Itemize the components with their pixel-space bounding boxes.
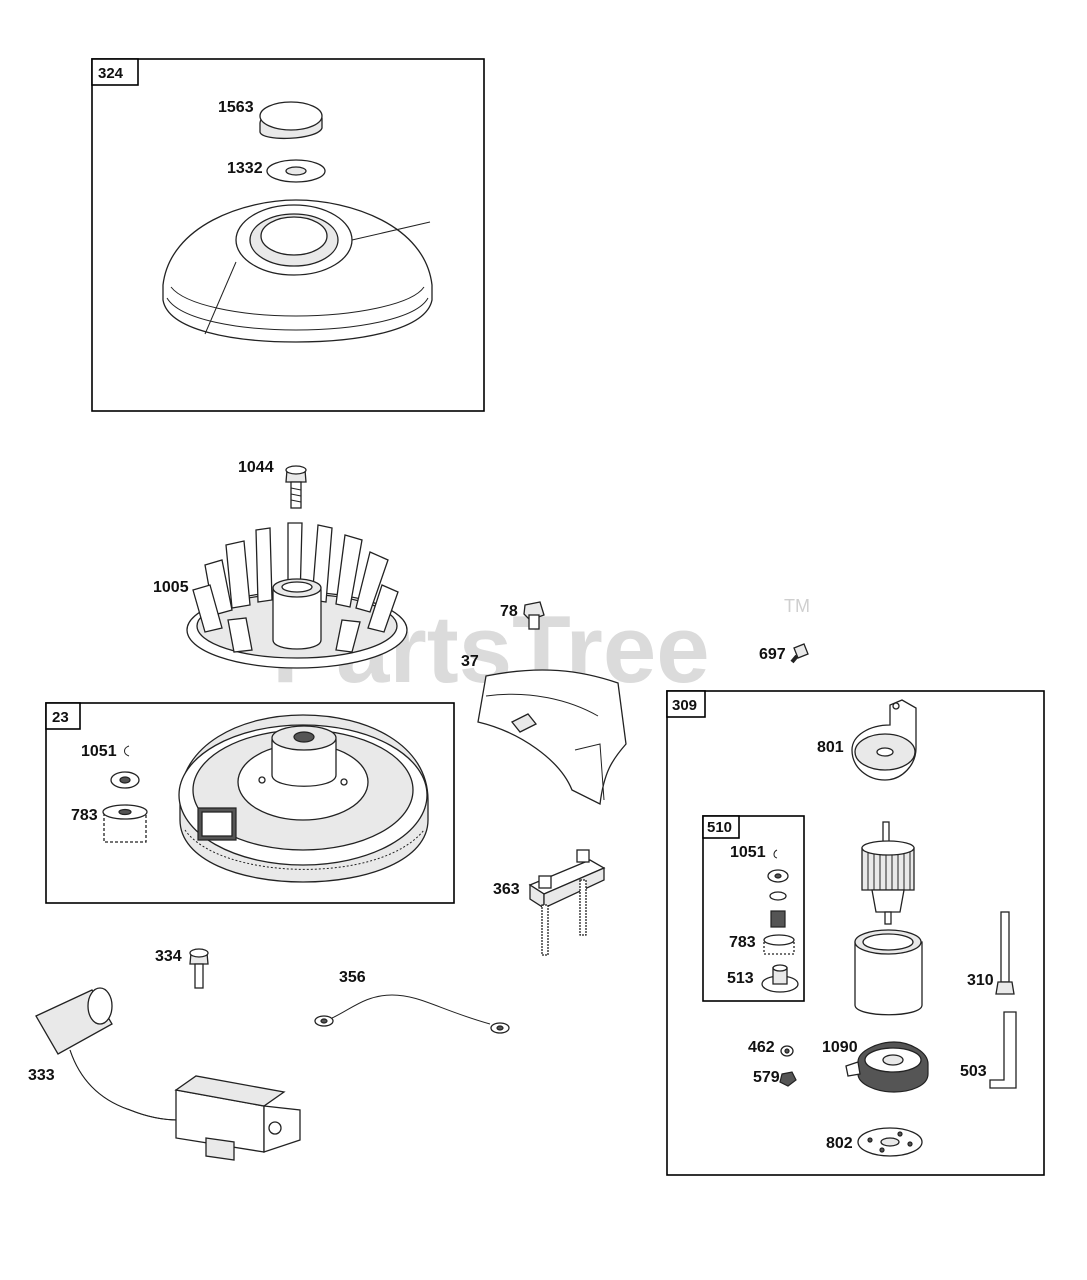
part-356-ground-wire bbox=[314, 994, 510, 1034]
part-1051-clip bbox=[124, 745, 130, 757]
callout-783-b: 783 bbox=[729, 934, 756, 951]
part-503-tool bbox=[989, 1011, 1017, 1089]
callout-334: 334 bbox=[155, 948, 182, 965]
callout-1563: 1563 bbox=[218, 99, 254, 116]
callout-356: 356 bbox=[339, 969, 366, 986]
callout-1051-b: 1051 bbox=[730, 844, 766, 861]
part-802-plate bbox=[857, 1127, 923, 1157]
part-510-washer bbox=[767, 869, 789, 883]
part-1044-bolt bbox=[285, 465, 307, 509]
callout-78: 78 bbox=[500, 603, 518, 620]
box-23-label: 23 bbox=[52, 709, 69, 726]
callout-802: 802 bbox=[826, 1135, 853, 1152]
part-510-spring bbox=[770, 910, 786, 928]
callout-783-a: 783 bbox=[71, 807, 98, 824]
part-armature bbox=[861, 821, 915, 925]
callout-363: 363 bbox=[493, 881, 520, 898]
callout-1044: 1044 bbox=[238, 459, 274, 476]
box-324: 324 bbox=[91, 58, 485, 412]
watermark-trademark: TM bbox=[784, 596, 810, 616]
part-697-screw bbox=[790, 643, 809, 664]
callout-37: 37 bbox=[461, 653, 479, 670]
callout-1332: 1332 bbox=[227, 160, 263, 177]
box-309-label: 309 bbox=[672, 697, 697, 714]
callout-462: 462 bbox=[748, 1039, 775, 1056]
part-cup-washer bbox=[110, 771, 140, 789]
part-513-pinion bbox=[761, 964, 799, 993]
part-310-bolt bbox=[995, 911, 1015, 995]
part-579-nut bbox=[779, 1071, 797, 1087]
callout-1090: 1090 bbox=[822, 1039, 858, 1056]
box-23: 23 bbox=[45, 702, 455, 904]
part-blower-cover bbox=[162, 199, 433, 343]
box-309: 309 bbox=[666, 690, 1045, 1176]
part-1090-brush-holder bbox=[845, 1041, 929, 1093]
callout-513: 513 bbox=[727, 970, 754, 987]
callout-579: 579 bbox=[753, 1069, 780, 1086]
part-801-bracket bbox=[851, 699, 917, 781]
callout-333: 333 bbox=[28, 1067, 55, 1084]
part-333-ignition-coil bbox=[35, 987, 301, 1161]
box-324-label: 324 bbox=[98, 65, 124, 82]
part-37-shroud bbox=[477, 669, 627, 805]
part-334-bolt bbox=[189, 948, 209, 989]
box-510: 510 bbox=[702, 815, 805, 1002]
callout-1005: 1005 bbox=[153, 579, 189, 596]
part-1005-fan bbox=[186, 522, 408, 669]
part-510-spacer bbox=[769, 891, 787, 901]
box-510-label: 510 bbox=[707, 819, 732, 836]
part-78-nut bbox=[523, 601, 545, 630]
callout-1051-a: 1051 bbox=[81, 743, 117, 760]
part-1332-washer bbox=[266, 159, 326, 183]
part-783-gear-b bbox=[763, 934, 795, 955]
part-363-bracket bbox=[528, 849, 606, 956]
callout-310: 310 bbox=[967, 972, 994, 989]
part-flywheel bbox=[178, 714, 429, 883]
callout-697: 697 bbox=[759, 646, 786, 663]
part-783-gear bbox=[102, 804, 148, 843]
callout-801: 801 bbox=[817, 739, 844, 756]
part-1563-cap bbox=[259, 101, 323, 140]
part-1051-clip-b bbox=[773, 849, 778, 859]
part-462-washer bbox=[780, 1045, 794, 1057]
callout-503: 503 bbox=[960, 1063, 987, 1080]
part-starter-housing bbox=[854, 929, 923, 1016]
